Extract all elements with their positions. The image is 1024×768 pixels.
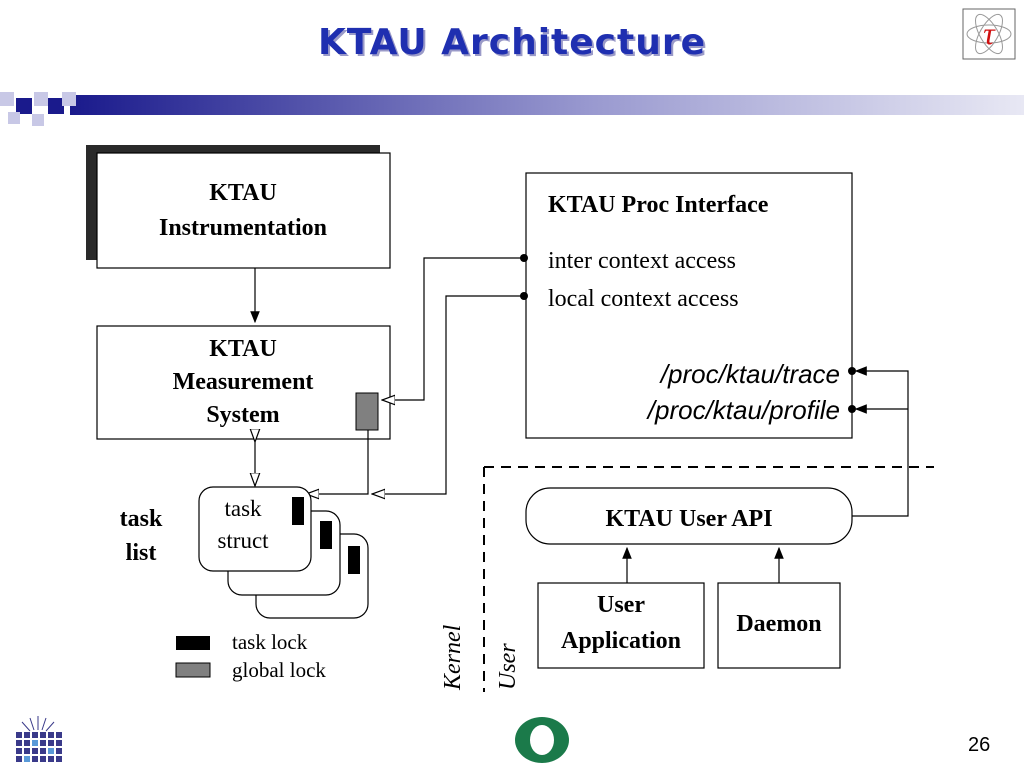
inter-context-connector [382,257,524,400]
legend: task lock global lock [175,630,326,682]
instrumentation-box: KTAU Instrumentation [86,145,391,269]
slide-title: KTAU Architecture [317,22,707,63]
proc-interface-title: KTAU Proc Interface [548,192,769,218]
tau-glyph: τ [983,15,996,51]
institution-grid-logo-icon [16,716,62,762]
local-context-access: local context access [548,286,739,312]
user-application-box: User Application [537,582,705,669]
api-to-trace-arrow [852,366,909,517]
measurement-line2: Measurement [173,369,314,395]
task-struct-line1: task [224,496,262,521]
global-lock-swatch [175,662,211,678]
global-lock-connector [306,430,369,494]
measurement-line3: System [206,402,279,428]
legend-task-lock: task lock [232,630,308,654]
task-struct-line2: struct [217,528,269,553]
proc-ktau-trace: /proc/ktau/trace [659,359,840,389]
legend-global-lock: global lock [232,658,326,682]
tau-logo-icon: τ [962,8,1016,60]
proc-interface-box: KTAU Proc Interface inter context access… [520,172,856,439]
task-lock-swatch [176,636,210,650]
page-number: 26 [968,734,991,756]
task-list-line2: list [126,540,157,566]
local-context-connector [372,295,524,494]
instrumentation-line1: KTAU [209,180,277,206]
user-api-box: KTAU User API [525,487,853,545]
oregon-o-logo-icon [515,717,569,763]
measurement-box: KTAU Measurement System [96,325,391,440]
title-band [0,92,1024,126]
measurement-line1: KTAU [209,336,277,362]
global-lock-block [355,392,379,431]
user-label: User [495,643,521,690]
task-list-line1: task [120,506,163,532]
user-api-label: KTAU User API [605,506,772,532]
inter-context-access: inter context access [548,248,736,274]
kernel-label: Kernel [440,624,466,691]
proc-ktau-profile: /proc/ktau/profile [646,395,840,425]
user-app-line1: User [597,592,645,618]
user-app-line2: Application [561,628,681,654]
daemon-box: Daemon [717,582,841,669]
daemon-label: Daemon [736,611,821,637]
instrumentation-line2: Instrumentation [159,215,327,241]
task-struct-stack: task struct [198,486,369,619]
